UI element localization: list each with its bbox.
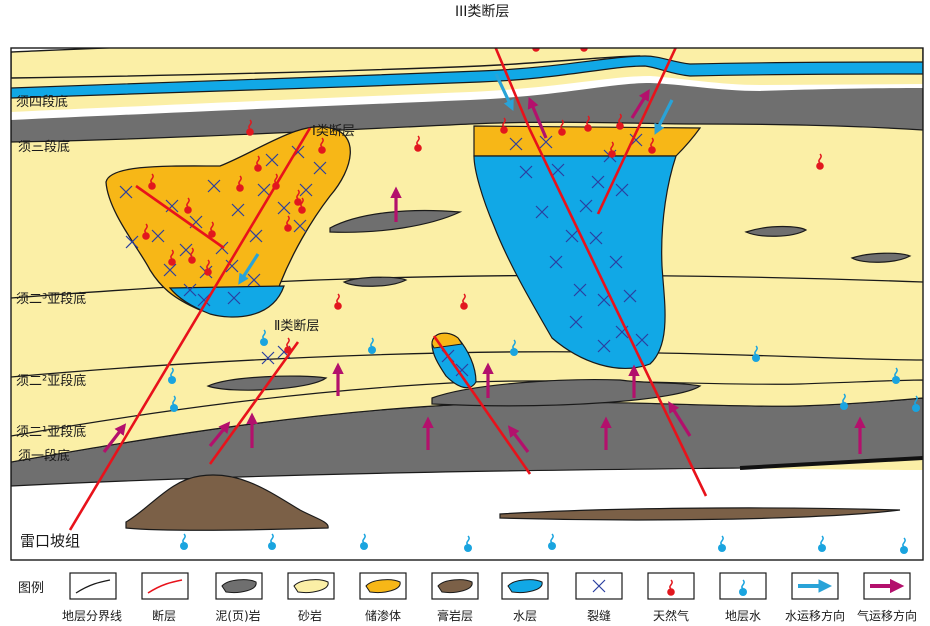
- legend-label-mudstone: 泥(页)岩: [215, 608, 260, 623]
- legend-label-gas-migration: 气运移方向: [857, 608, 917, 623]
- label-base-xu3: 须三段底: [18, 139, 70, 155]
- legend-label-fracture: 裂缝: [587, 608, 611, 623]
- legend-label-formation-water: 地层水: [725, 609, 761, 623]
- legend-label-natural-gas: 天然气: [653, 608, 689, 623]
- legend-label-sandstone: 砂岩: [298, 608, 322, 623]
- label-fault-I: Ⅰ类断层: [312, 124, 355, 139]
- legend-item-mudstone: 泥(页)岩: [215, 572, 263, 623]
- label-fault-III: III类断层: [455, 4, 509, 20]
- legend-label-boundary: 地层分界线: [62, 609, 122, 623]
- legend-item-reservoir: 储渗体: [359, 572, 407, 623]
- label-leikoupo: 雷口坡组: [20, 532, 80, 550]
- section-body: [11, 48, 923, 560]
- legend-item-water-layer: 水层: [501, 572, 549, 623]
- label-base-xu4: 须四段底: [16, 94, 68, 110]
- label-base-xu2-1: 须二¹亚段底: [16, 424, 86, 440]
- gas-migration-arrows: [102, 89, 866, 454]
- legend-item-gas-migration: 气运移方向: [857, 572, 917, 623]
- label-fault-II: Ⅱ类断层: [274, 319, 319, 334]
- legend: 图例 地层分界线 断层 泥(页)岩 砂岩 储渗体: [18, 572, 917, 623]
- water-migration-arrows: [238, 73, 674, 285]
- legend-label-reservoir: 储渗体: [365, 608, 401, 623]
- label-base-xu2-3: 须二³亚段底: [16, 291, 86, 307]
- legend-item-boundary: 地层分界线: [62, 572, 122, 623]
- legend-item-fault: 断层: [141, 572, 189, 623]
- legend-item-formation-water: 地层水: [719, 572, 767, 623]
- legend-item-gypsum: 膏岩层: [431, 572, 479, 623]
- legend-title: 图例: [18, 581, 44, 596]
- section-frame: [10, 47, 924, 561]
- legend-label-water-layer: 水层: [513, 609, 537, 623]
- legend-item-sandstone: 砂岩: [287, 572, 335, 623]
- legend-item-fracture: 裂缝: [575, 572, 623, 623]
- label-base-xu1: 须一段底: [18, 448, 70, 464]
- legend-label-water-migration: 水运移方向: [785, 608, 845, 623]
- legend-label-fault: 断层: [152, 608, 176, 623]
- legend-item-water-migration: 水运移方向: [785, 572, 845, 623]
- fault-lines: [68, 48, 708, 531]
- label-base-xu2-2: 须二²亚段底: [16, 373, 86, 389]
- legend-item-natural-gas: 天然气: [647, 572, 695, 623]
- legend-label-gypsum: 膏岩层: [437, 608, 473, 623]
